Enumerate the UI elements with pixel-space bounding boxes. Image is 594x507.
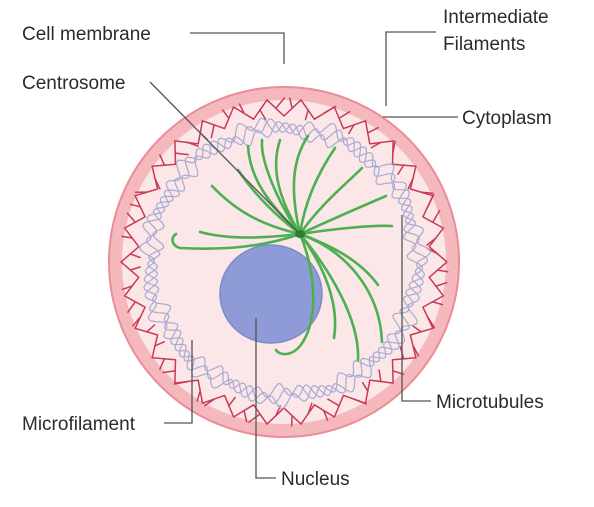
microfilament-branch [407,177,414,190]
microfilament-branch [427,194,435,208]
microfilament-branch [129,266,141,271]
microfilament-branch [412,345,420,357]
microfilament-branch [323,410,329,421]
microfilament-branch [196,390,201,402]
microfilament-branch [432,209,441,223]
leader-intermediate-filaments [385,31,436,106]
microfilament-branch [248,413,261,423]
microtubule [298,194,388,236]
microfilament-branch [323,105,337,114]
microfilament-branch [238,103,245,114]
microfilament-branch [361,381,369,392]
microtubule [298,224,394,236]
microfilament-branch [243,410,248,423]
microfilament-branch [289,97,293,109]
microfilament-branch [353,398,367,405]
microfilament-branch [221,109,230,119]
microfilament-branch [290,415,293,427]
intermediate-filament [143,120,424,400]
microfilament-branch [154,177,161,190]
nucleus [219,244,323,344]
intermediate-filament [139,117,432,410]
microfilament-branch [126,212,136,223]
microfilament-branch [162,370,176,374]
microfilament-branch [307,402,313,415]
microfilament-branch [327,398,340,407]
microtubule [298,232,360,362]
microfilament-branch [154,341,165,347]
microfilament-branch [338,110,351,119]
microfilament-branch [378,369,382,383]
microtubule [298,166,364,236]
microfilament-branch [129,253,141,259]
leader-cell-membrane [190,32,285,64]
microfilament-branch [129,203,141,208]
microtubule [298,146,337,236]
intermediate-filament [143,118,429,405]
microfilament-branch [186,141,200,148]
microfilament-branch [437,269,449,273]
label-centrosome: Centrosome [22,73,126,94]
intermediate-filament-network [139,117,432,410]
microfilament-branch [127,301,136,313]
leader-lines [149,31,458,479]
microfilament-network [120,97,449,427]
microfilament-branch [228,396,236,407]
microfilament-branch [392,140,396,154]
microfilament-branch [121,235,133,239]
microfilament-branch [304,109,309,121]
microfilament-branch [420,191,434,195]
microfilament-branch [146,324,156,333]
label-microtubules: Microtubules [436,392,544,413]
microfilament-branch [159,154,166,166]
label-intermediate-filaments-line1: Intermediate [443,7,549,28]
microfilament-branch [370,141,382,149]
leader-centrosome [149,81,299,233]
microtubule [198,230,302,239]
microfilament-branch [275,97,286,109]
microfilament-branch [204,398,215,407]
microtubule [298,232,384,344]
leader-nucleus [255,318,276,479]
microfilament-branch [427,316,436,329]
microtubule [274,138,302,236]
label-cell-membrane: Cell membrane [22,24,151,45]
label-microfilament: Microfilament [22,414,136,435]
microfilament-branch [121,285,133,291]
microtubule [171,232,302,250]
microfilament-branch [132,316,141,327]
label-nucleus: Nucleus [281,469,350,490]
microtubule [260,138,302,236]
microtubule-array [171,134,394,362]
label-intermediate-filaments-line2: Filaments [443,34,525,55]
microfilament-branch [210,124,215,139]
microfilament-branch [432,301,444,306]
leader-microfilament [164,340,193,424]
microfilament-branch [397,164,405,175]
leader-microtubules [401,215,431,402]
microfilament-branch [435,281,448,287]
microfilament-branch [412,325,422,333]
microfilament-branch [426,237,437,246]
label-cytoplasm: Cytoplasm [462,108,552,129]
microfilament-branch [367,126,379,134]
microtubule [292,134,310,236]
microfilament-branch [173,380,188,385]
microfilament-branch [259,109,267,120]
microtubule [210,184,302,236]
microfilament-branch [348,124,355,135]
microfilament-branch [174,152,189,156]
microfilament-branch [159,358,166,370]
microtubule [274,232,315,356]
